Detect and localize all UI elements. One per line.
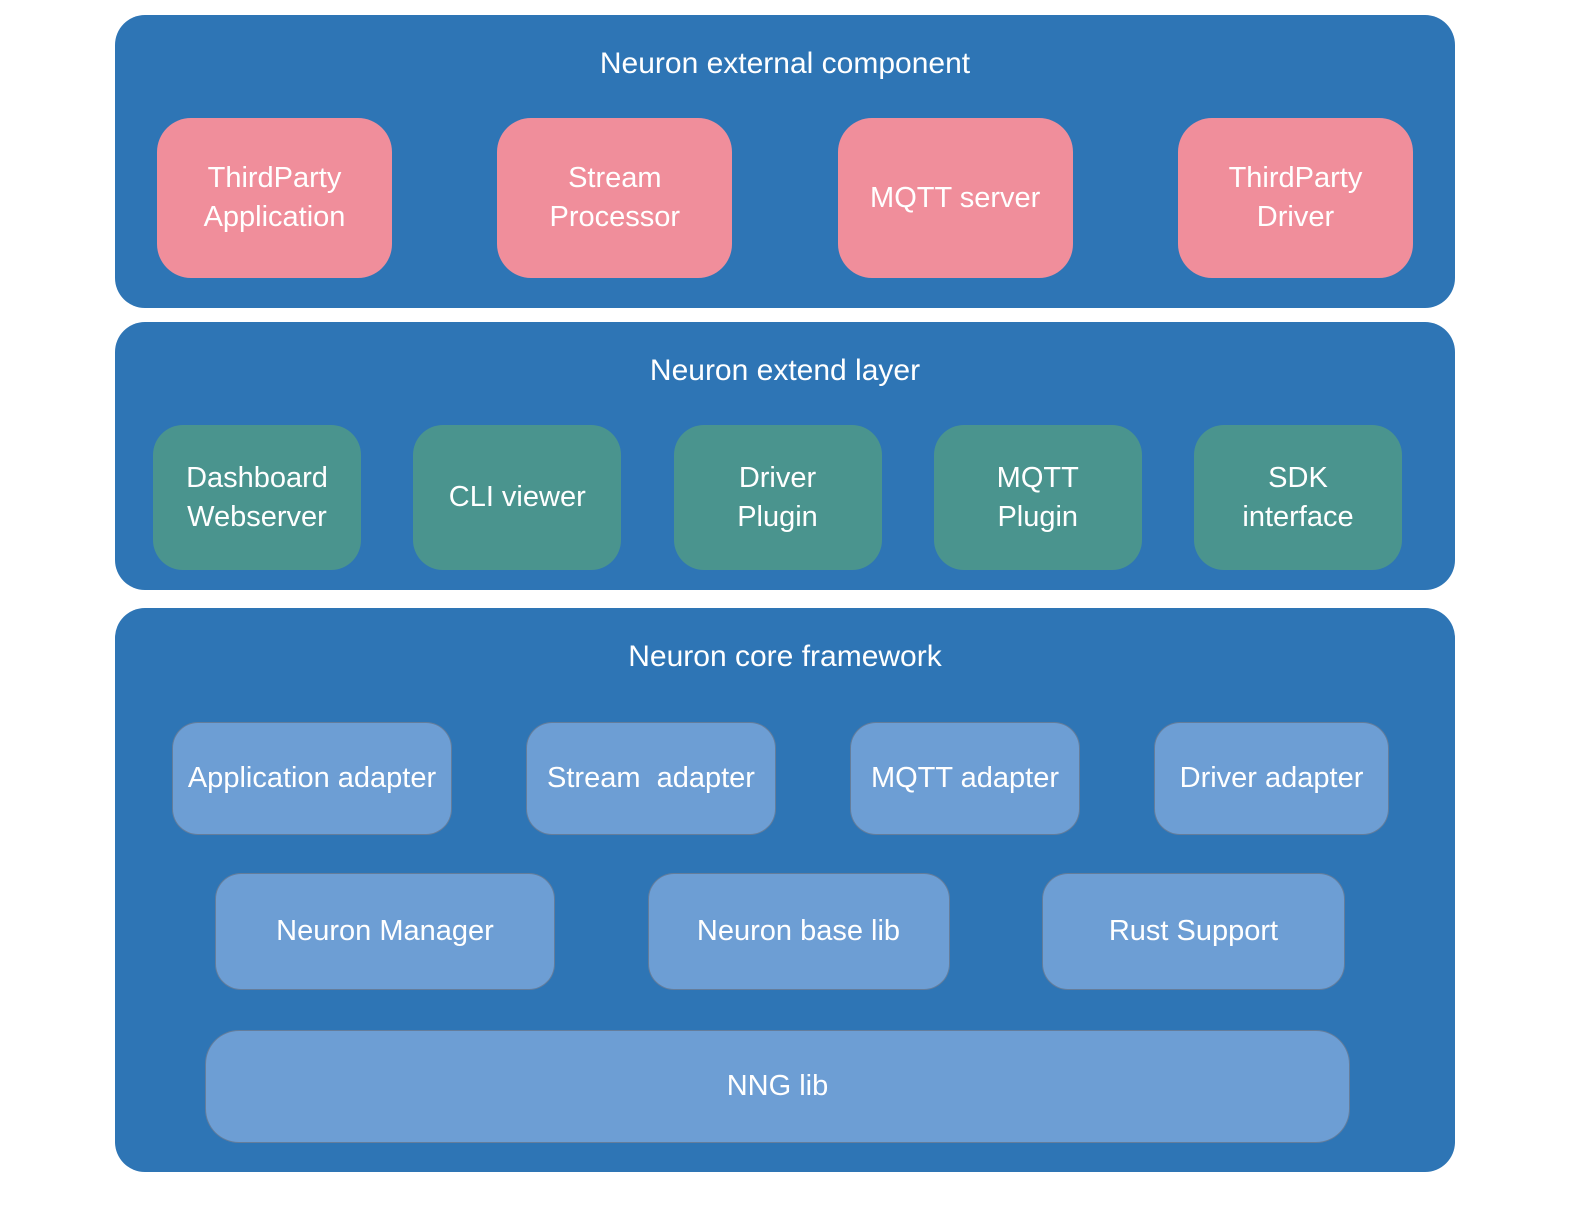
external-component-title: Neuron external component	[599, 47, 971, 80]
node-neuron-base-lib: Neuron base lib	[647, 873, 950, 990]
section-extend-layer: Neuron extend layer Dashboard Webserver …	[115, 322, 1455, 590]
node-driver-adapter: Driver adapter	[1154, 722, 1389, 835]
node-driver-plugin: Driver Plugin	[673, 425, 882, 570]
core-lib-nodes-row: Neuron Manager Neuron base lib Rust Supp…	[215, 873, 1345, 990]
external-nodes-row: ThirdParty Application Stream Processor …	[157, 118, 1413, 278]
node-stream-processor: Stream Processor	[497, 118, 733, 278]
section-external-component: Neuron external component ThirdParty App…	[115, 15, 1455, 308]
node-cli-viewer: CLI viewer	[413, 425, 622, 570]
node-thirdparty-application: ThirdParty Application	[157, 118, 392, 278]
node-thirdparty-driver: ThirdParty Driver	[1177, 118, 1413, 278]
node-mqtt-adapter: MQTT adapter	[850, 722, 1080, 835]
section-core-framework: Neuron core framework Application adapte…	[115, 608, 1455, 1172]
node-nng-lib: NNG lib	[205, 1030, 1350, 1143]
extend-layer-title: Neuron extend layer	[649, 354, 921, 387]
node-application-adapter: Application adapter	[172, 722, 452, 835]
node-rust-support: Rust Support	[1042, 873, 1345, 990]
extend-nodes-row: Dashboard Webserver CLI viewer Driver Pl…	[153, 425, 1402, 570]
core-framework-title: Neuron core framework	[628, 640, 942, 673]
node-mqtt-plugin: MQTT Plugin	[933, 425, 1142, 570]
node-mqtt-server: MQTT server	[837, 118, 1073, 278]
core-adapter-nodes-row: Application adapter Stream adapter MQTT …	[172, 722, 1389, 835]
node-sdk-interface: SDK interface	[1194, 425, 1402, 570]
node-dashboard-webserver: Dashboard Webserver	[153, 425, 361, 570]
node-stream-adapter: Stream adapter	[526, 722, 776, 835]
node-neuron-manager: Neuron Manager	[215, 873, 555, 990]
